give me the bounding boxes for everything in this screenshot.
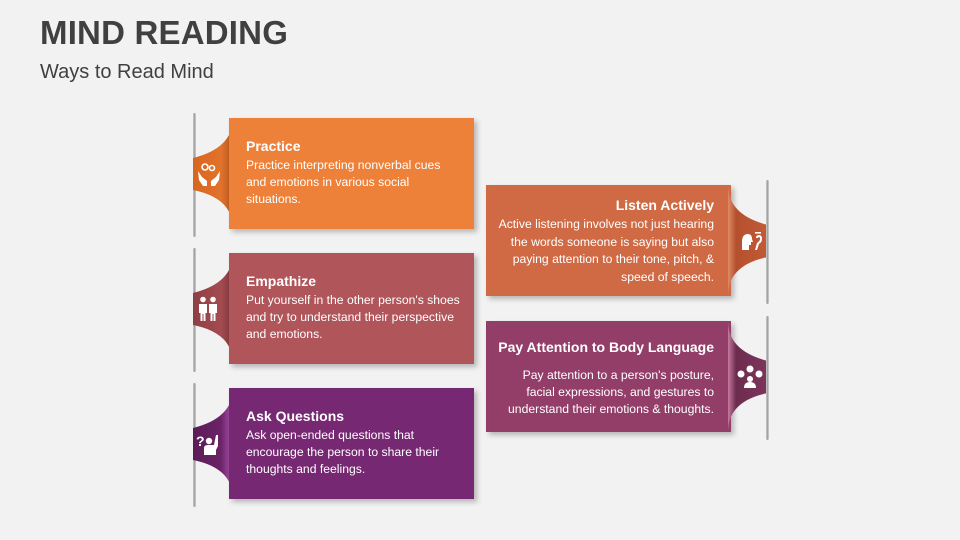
two-people-icon	[193, 293, 223, 325]
raise-hand-question-icon: ?	[193, 428, 223, 460]
hands-gears-icon	[193, 158, 225, 190]
svg-text:?: ?	[196, 433, 205, 449]
ask-questions-tab: ?	[193, 388, 233, 499]
body-language-card: Pay Attention to Body Language Pay atten…	[486, 321, 731, 432]
body-language-description: Pay attention to a person's posture, fac…	[508, 368, 714, 416]
practice-card: Practice Practice interpreting nonverbal…	[229, 118, 474, 229]
page-title: MIND READING	[40, 14, 289, 51]
body-language-title: Pay Attention to Body Language	[498, 339, 714, 355]
ask-questions-card: Ask Questions Ask open-ended questions t…	[229, 388, 474, 499]
empathize-title: Empathize	[246, 273, 317, 289]
ask-questions-description: Ask open-ended questions that encourage …	[246, 428, 440, 476]
ask-questions-title: Ask Questions	[246, 408, 345, 424]
tab-post	[766, 316, 769, 440]
person-signals-icon	[734, 361, 766, 393]
tab-post	[766, 180, 769, 304]
listen-actively-tab	[728, 185, 768, 296]
practice-title: Practice	[246, 138, 301, 154]
empathize-tab	[193, 253, 233, 364]
listen-actively-description: Active listening involves not just heari…	[498, 217, 714, 284]
body-language-tab	[728, 321, 768, 432]
practice-description: Practice interpreting nonverbal cues and…	[246, 158, 441, 206]
speak-listen-icon	[736, 225, 768, 257]
listen-actively-title: Listen Actively	[615, 197, 714, 213]
practice-tab	[193, 118, 233, 229]
listen-actively-card: Listen Actively Active listening involve…	[486, 185, 731, 296]
page-subtitle: Ways to Read Mind	[40, 61, 214, 83]
empathize-card: Empathize Put yourself in the other pers…	[229, 253, 474, 364]
empathize-description: Put yourself in the other person's shoes…	[246, 293, 460, 341]
